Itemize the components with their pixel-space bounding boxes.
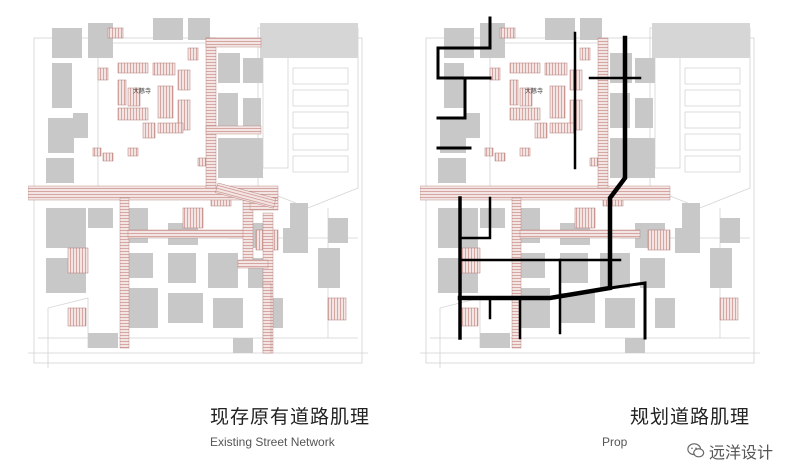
watermark: 远洋设计: [687, 439, 773, 463]
proposed-street-map: 大慈寺: [420, 8, 760, 368]
existing-street-map-svg: 大慈寺: [28, 8, 368, 368]
watermark-text: 远洋设计: [708, 443, 773, 462]
wechat-icon: [687, 443, 705, 458]
temple-label: 大慈寺: [133, 87, 151, 95]
north-road: [205, 37, 217, 189]
main-east-west-road: [28, 185, 279, 201]
left-caption: 现存原有道路肌理 Existing Street Network: [210, 402, 370, 449]
existing-street-map: 大慈寺: [28, 8, 368, 368]
proposed-road-nw: [436, 46, 492, 80]
existing-roads-overlay: [420, 37, 671, 349]
left-caption-zh: 现存原有道路肌理: [210, 406, 371, 428]
right-caption-zh: 规划道路肌理: [630, 406, 751, 428]
left-caption-en: Existing Street Network: [210, 435, 335, 449]
south-road-west: [119, 197, 130, 349]
right-caption-en: Prop: [602, 435, 628, 449]
proposed-main-road: [457, 35, 628, 301]
temple-label: 大慈寺: [525, 87, 543, 95]
proposed-roads: [436, 16, 647, 340]
right-caption: 规划道路肌理 Prop: [602, 402, 751, 449]
existing-roads: [28, 37, 279, 354]
proposed-street-map-svg: 大慈寺: [420, 8, 760, 368]
